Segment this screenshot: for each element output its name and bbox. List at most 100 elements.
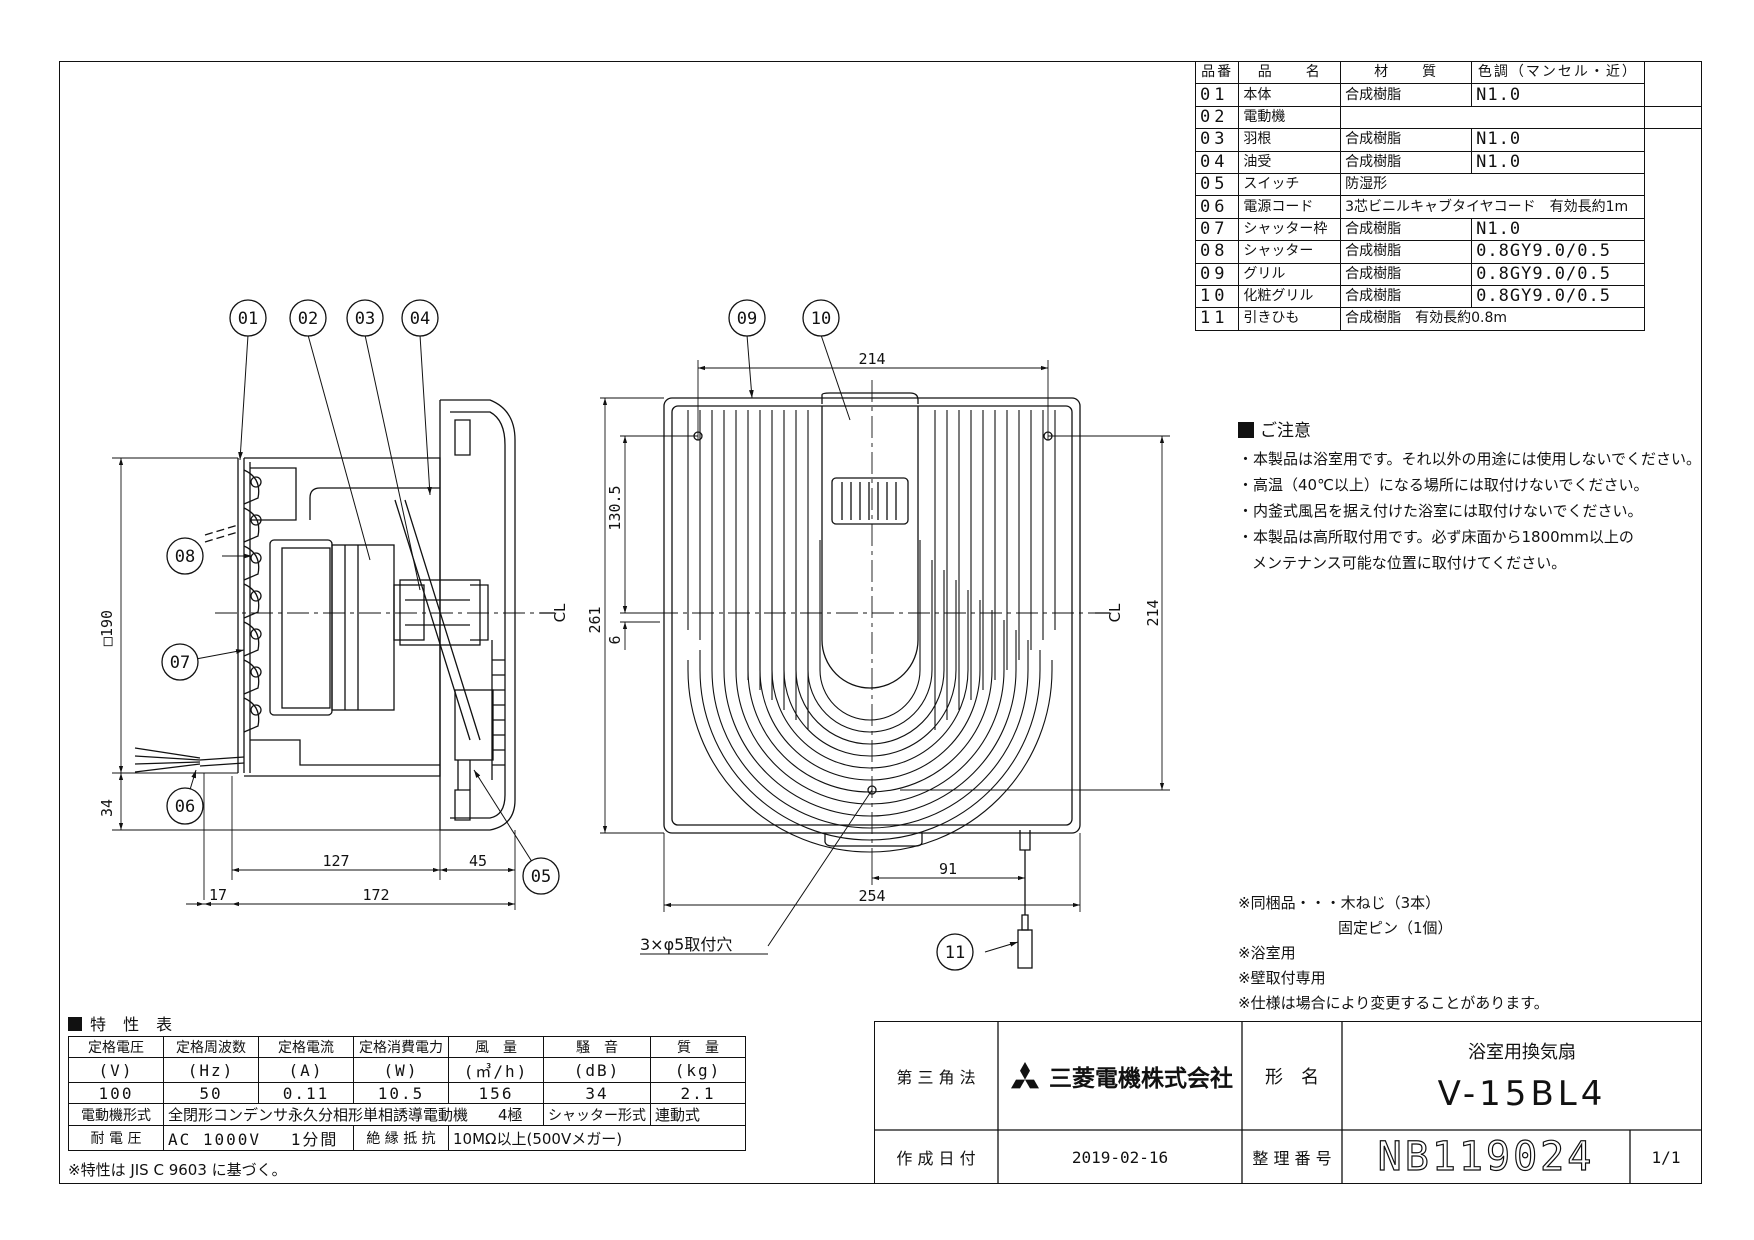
spec-cell-unit-row: (V)	[68, 1057, 164, 1083]
callout-04: 04	[401, 299, 439, 337]
parts-cell-no: 04	[1194, 150, 1240, 174]
shutter-value: 連動式	[650, 1103, 746, 1126]
voltage-label: 耐 電 圧	[68, 1125, 164, 1151]
model-label: 形 名	[1265, 1066, 1319, 1088]
spec-unit-row: (V)(Hz)(A)(W)(㎥/h)(dB)(kg)	[68, 1057, 746, 1083]
parts-cell-name: 化粧グリル	[1238, 284, 1342, 309]
spec-note: ※特性は JIS C 9603 に基づく。	[68, 1161, 287, 1179]
insulation-label: 絶 縁 抵 抗	[353, 1125, 449, 1151]
parts-table-header: 品番品 名材 質色調（マンセル・近）	[1194, 60, 1702, 85]
parts-header-cell: 品 名	[1238, 60, 1342, 85]
spec-cell-unit-row: (dB)	[543, 1057, 651, 1083]
spec-change-note: ※仕様は場合により変更することがあります。	[1238, 994, 1549, 1012]
caution-line-1: ・本製品は浴室用です。それ以外の用途には使用しないでください。	[1238, 450, 1702, 468]
dim-side-17: 17	[209, 886, 227, 904]
caution-line-3: ・内釜式風呂を据え付けた浴室には取付けないでください。	[1238, 502, 1643, 520]
parts-cell-color: N1.0	[1471, 150, 1645, 174]
insulation-value: 10MΩ以上(500Vメガー)	[448, 1125, 746, 1151]
parts-cell-color: 0.8GY9.0/0.5	[1471, 240, 1645, 264]
product-name: 浴室用換気扇	[1468, 1042, 1576, 1063]
parts-cell-material: 3芯ビニルキャブタイヤコード 有効長約1m	[1340, 195, 1645, 219]
parts-cell-name: グリル	[1238, 262, 1342, 286]
parts-header-cell: 色調（マンセル・近）	[1471, 60, 1645, 85]
parts-cell-no: 10	[1194, 284, 1240, 309]
dim-side-127: 127	[322, 852, 349, 870]
caution-square-icon	[1238, 422, 1254, 438]
dim-front-1305: 130.5	[606, 485, 624, 530]
parts-cell-no: 05	[1194, 172, 1240, 197]
callout-circle	[289, 299, 327, 337]
callout-02: 02	[289, 299, 327, 337]
callout-label: 08	[175, 547, 195, 567]
spec-cell-val-row: 100	[68, 1082, 164, 1104]
spec-cell-val-row: 34	[543, 1082, 651, 1104]
spec-cell-unit-row: (A)	[258, 1057, 354, 1083]
callout-05: 05	[522, 857, 560, 895]
parts-cell-material: 合成樹脂	[1340, 284, 1473, 309]
parts-cell-material: 合成樹脂	[1340, 240, 1473, 264]
parts-cell-no: 06	[1194, 195, 1240, 219]
caution-line-4: ・本製品は高所取付用です。必ず床面から1800mm以上の	[1238, 528, 1634, 546]
model-number: V-15BL4	[1437, 1074, 1607, 1114]
callout-label: 04	[410, 309, 430, 329]
callout-07: 07	[161, 643, 199, 681]
spec-cell-val-row: 50	[163, 1082, 259, 1104]
dim-front-top: 214	[858, 350, 885, 368]
callout-circle	[161, 643, 199, 681]
shutter-label: シャッター形式	[543, 1103, 651, 1126]
spec-cell-hdr-row: 風 量	[448, 1036, 544, 1058]
spec-cell-unit-row: (㎥/h)	[448, 1057, 544, 1083]
caution-line-2: ・高温（40℃以上）になる場所には取付けないでください。	[1238, 476, 1649, 494]
grill-slats	[491, 640, 505, 780]
parts-cell-no: 02	[1194, 105, 1240, 130]
spec-cell-val-row: 10.5	[353, 1082, 449, 1104]
parts-cell-no: 09	[1194, 262, 1240, 286]
parts-cell-no: 01	[1194, 83, 1240, 107]
callout-06: 06	[166, 787, 204, 825]
mitsubishi-diamonds-icon	[1011, 1061, 1039, 1088]
dim-front-6: 6	[606, 635, 624, 644]
side-view	[134, 399, 555, 831]
callout-label: 10	[811, 309, 831, 329]
callout-11: 11	[936, 933, 974, 971]
parts-header-cell: 材 質	[1340, 60, 1473, 85]
spec-cell-hdr-row: 定格電流	[258, 1036, 354, 1058]
callout-label: 09	[737, 309, 757, 329]
extra-notes: ※同梱品・・・木ねじ（3本） 固定ピン（1個） ※浴室用 ※壁取付専用 ※仕様は…	[1238, 891, 1549, 1016]
drawing-number: NB119024	[1377, 1133, 1595, 1180]
spec-cell-hdr-row: 定格周波数	[163, 1036, 259, 1058]
parts-cell-material: 合成樹脂	[1340, 217, 1473, 242]
parts-cell-no: 07	[1194, 217, 1240, 242]
company-logo-cell: 三菱電機株式会社	[998, 1021, 1242, 1130]
spec-table: 定格電圧定格周波数定格電流定格消費電力風 量騒 音質 量 (V)(Hz)(A)(…	[68, 1036, 746, 1151]
spec-title-text: 特 性 表	[90, 1015, 179, 1034]
hole-label: 3×φ5取付穴	[640, 935, 732, 954]
parts-header-cell: 品番	[1194, 60, 1240, 85]
spec-cell-hdr-row: 定格消費電力	[353, 1036, 449, 1058]
spec-cell-hdr-row: 騒 音	[543, 1036, 651, 1058]
parts-cell-name: スイッチ	[1238, 172, 1342, 197]
projection-label: 第 三 角 法	[896, 1067, 976, 1087]
callout-03: 03	[346, 299, 384, 337]
spec-cell-val-row: 156	[448, 1082, 544, 1104]
callout-label: 06	[175, 797, 195, 817]
callout-09: 09	[728, 299, 766, 337]
dim-side-45: 45	[469, 852, 487, 870]
leader-lines	[179, 334, 1019, 953]
dim-side-172: 172	[362, 886, 389, 904]
company-logo: 三菱電機株式会社	[1007, 1059, 1233, 1093]
spec-cell-unit-row: (Hz)	[163, 1057, 259, 1083]
parts-cell-color: 0.8GY9.0/0.5	[1471, 262, 1645, 286]
parts-cell-material: 防湿形	[1340, 172, 1645, 197]
voltage-value: AC 1000V 1分間	[163, 1125, 354, 1151]
